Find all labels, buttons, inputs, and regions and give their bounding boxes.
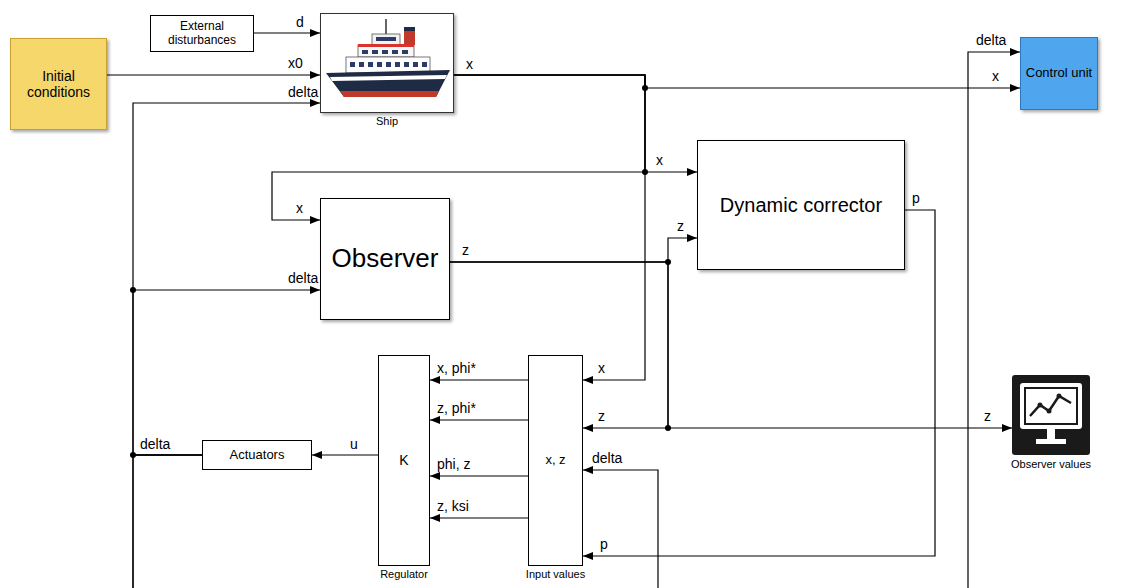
signal-name: z, phi* xyxy=(437,400,476,416)
signal-name: x xyxy=(992,68,999,84)
ship-block: Ship xyxy=(320,13,454,113)
signal-line xyxy=(133,103,320,455)
block-title: K xyxy=(399,452,408,468)
signal-name: x xyxy=(598,360,605,376)
signal-line xyxy=(450,238,697,262)
observer-block: Observer xyxy=(320,198,450,320)
block-title: Observer xyxy=(332,244,439,274)
signal-name: u xyxy=(350,436,358,452)
signal-line xyxy=(430,419,528,420)
signal-line xyxy=(133,52,1020,588)
signal-name: x xyxy=(466,56,473,72)
block-name: Regulator xyxy=(380,568,428,581)
actuator-block: Actuators xyxy=(202,440,312,470)
signal-name: delta xyxy=(288,84,318,100)
disturbance-block: External disturbances xyxy=(150,15,254,52)
signal-name: x, phi* xyxy=(437,360,476,376)
signal-name: p xyxy=(600,536,608,552)
signal-name: delta xyxy=(140,436,170,452)
block-title: Initial conditions xyxy=(15,68,102,100)
block-name: Ship xyxy=(376,115,398,128)
signal-line xyxy=(454,75,697,172)
scope-block: Observer values xyxy=(1012,375,1090,455)
signal-line xyxy=(254,32,320,33)
regulator-block: KRegulator xyxy=(378,355,430,566)
signal-line xyxy=(430,379,528,380)
block-name: Input values xyxy=(526,568,585,581)
signal-name: z xyxy=(677,218,684,234)
signal-name: phi, z xyxy=(437,456,470,472)
ship-illustration xyxy=(320,13,454,113)
control-unit-block: Control unit xyxy=(1020,37,1098,110)
block-title: x, z xyxy=(545,453,565,468)
block-title: Control unit xyxy=(1026,66,1092,81)
signal-line xyxy=(312,454,378,455)
signal-name: d xyxy=(296,14,304,30)
signal-name: delta xyxy=(288,270,318,286)
signal-line xyxy=(430,475,528,476)
block-name: Observer values xyxy=(1011,458,1091,471)
scope-icon xyxy=(1012,375,1090,455)
signal-name: z, ksi xyxy=(437,498,469,514)
signal-line xyxy=(454,75,645,380)
block-title: External disturbances xyxy=(155,20,249,48)
signal-name: x xyxy=(656,152,663,168)
signal-line xyxy=(454,75,1020,88)
signal-name: z xyxy=(984,408,991,424)
block-title: Dynamic corrector xyxy=(720,194,882,217)
signal-line xyxy=(133,290,320,455)
signal-name: z xyxy=(598,408,605,424)
signal-name: delta xyxy=(592,450,622,466)
signal-name: x0 xyxy=(288,55,303,71)
block-title: Actuators xyxy=(230,448,285,463)
signal-name: delta xyxy=(976,32,1006,48)
source-block: Initial conditions xyxy=(10,38,107,130)
signal-name: p xyxy=(912,190,920,206)
input-block: x, zInput values xyxy=(528,355,583,566)
signal-line xyxy=(107,74,320,75)
signal-line xyxy=(430,517,528,518)
signal-name: z xyxy=(462,242,469,258)
corrector-block: Dynamic corrector xyxy=(697,140,905,270)
signal-name: x xyxy=(296,200,303,216)
